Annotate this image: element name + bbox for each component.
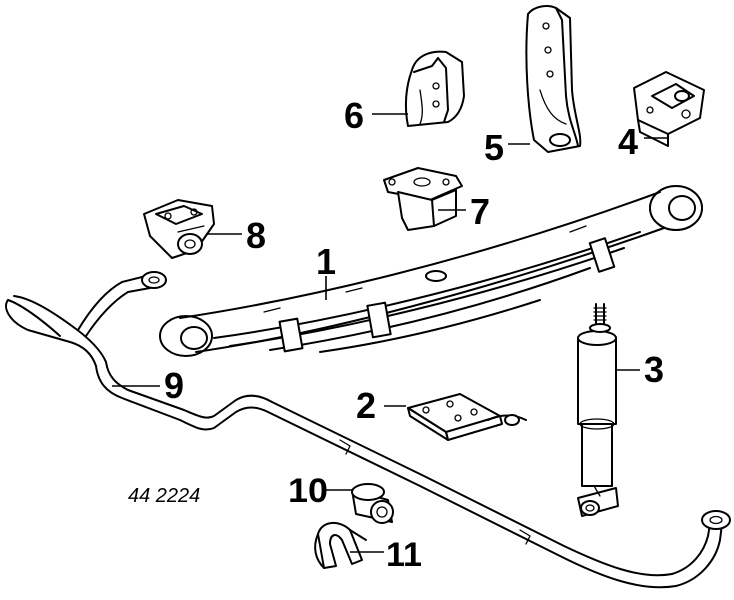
callout-1: 1 (316, 241, 336, 282)
spring-mount-7[interactable] (383, 167, 463, 231)
spring-hanger-5[interactable] (525, 5, 582, 153)
bushing-clamp[interactable] (314, 522, 367, 569)
spring-plate[interactable] (407, 393, 527, 441)
stabilizer-bushing[interactable] (351, 483, 394, 524)
leader-lines (112, 113, 668, 553)
callout-6: 6 (344, 95, 364, 136)
part-number: 44 2224 (128, 485, 200, 507)
spring-hanger-bracket-8[interactable] (143, 199, 215, 259)
callout-9: 9 (164, 365, 184, 406)
callout-4: 4 (618, 121, 638, 162)
leaf-spring[interactable] (159, 185, 703, 357)
shock-absorber[interactable] (577, 303, 619, 517)
callout-11: 11 (386, 536, 422, 574)
spring-hanger-bracket-6[interactable] (404, 50, 465, 127)
stabilizer-bar[interactable] (5, 271, 731, 589)
callout-8: 8 (246, 215, 266, 256)
callout-2: 2 (356, 385, 376, 426)
spring-hanger-bracket-4[interactable] (633, 71, 705, 147)
callout-10: 10 (288, 472, 328, 510)
callouts: 1 2 3 4 5 6 7 8 9 10 11 (164, 95, 664, 574)
callout-3: 3 (644, 349, 664, 390)
callout-5: 5 (484, 127, 504, 168)
callout-7: 7 (470, 191, 490, 232)
